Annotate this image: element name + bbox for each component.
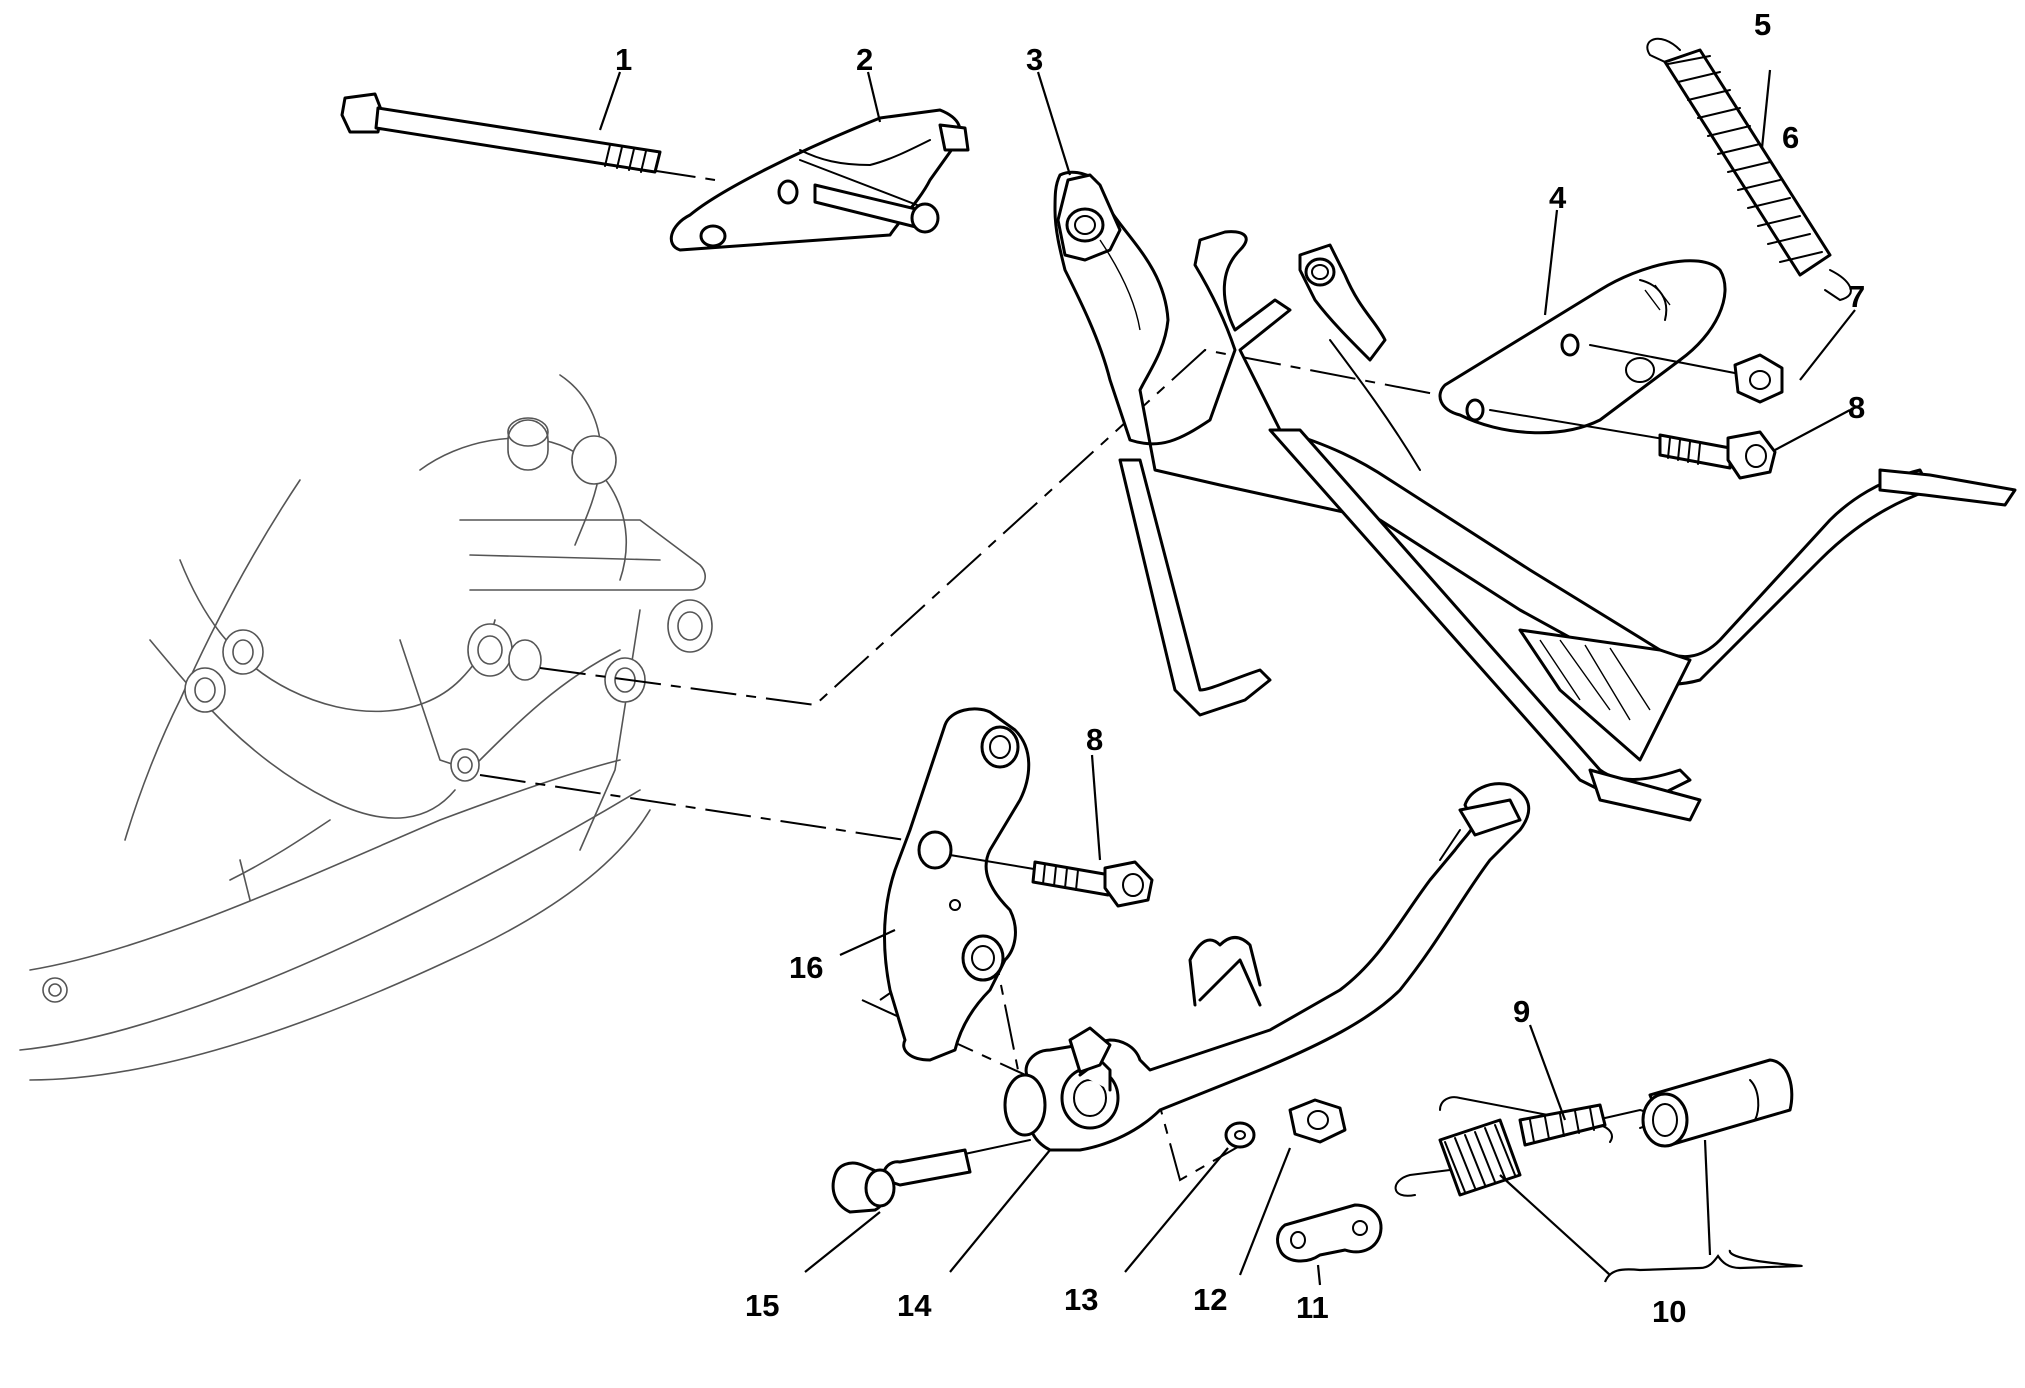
- label-part-16: 16: [789, 950, 823, 985]
- label-part-8-lower: 8: [1086, 722, 1103, 757]
- label-part-10: 10: [1652, 1294, 1686, 1329]
- label-part-9: 9: [1513, 994, 1530, 1029]
- part-9-side-stand-spring: [1394, 1096, 1649, 1197]
- label-part-3: 3: [1026, 42, 1043, 77]
- label-part-1: 1: [615, 42, 632, 77]
- part-10-spring-sleeve: [1641, 1058, 1794, 1148]
- part-12-nut: [1288, 1098, 1347, 1144]
- part-15-pivot-bolt: [831, 1139, 1031, 1214]
- part-2-upper-bracket: [669, 108, 970, 252]
- engine-crankcase: [19, 374, 713, 1081]
- label-part-7: 7: [1848, 279, 1865, 314]
- part-13-washer: [1224, 1121, 1256, 1149]
- part-16-side-stand-bracket: [883, 707, 1031, 1062]
- leader-lines: [598, 69, 1856, 1286]
- part-8-lower-bolt: [949, 854, 1154, 908]
- part-11-spring-plate: [1276, 1203, 1383, 1263]
- part-3-center-stand: [1053, 170, 2017, 822]
- part-labels: 1 2 3 4 5 6 7 8 8 9 10 11 12 13 14 15 16: [615, 7, 1865, 1329]
- part-8-upper-bolt: [1489, 409, 1777, 480]
- label-part-6: 6: [1782, 120, 1799, 155]
- label-part-12: 12: [1193, 1282, 1227, 1317]
- part-5-6-return-spring: [1646, 37, 1852, 302]
- label-part-15: 15: [745, 1288, 779, 1323]
- part-4-side-plate: [1438, 259, 1727, 435]
- label-part-13: 13: [1064, 1282, 1098, 1317]
- label-part-8-upper: 8: [1848, 390, 1865, 425]
- label-part-2: 2: [856, 42, 873, 77]
- label-part-5: 5: [1754, 7, 1771, 42]
- part-14-side-stand: [1003, 782, 1531, 1152]
- part-7-nut: [1589, 344, 1784, 404]
- part-1-long-bolt: [340, 92, 662, 174]
- label-part-11: 11: [1296, 1290, 1329, 1325]
- label-part-4: 4: [1549, 180, 1567, 215]
- label-part-14: 14: [897, 1288, 932, 1323]
